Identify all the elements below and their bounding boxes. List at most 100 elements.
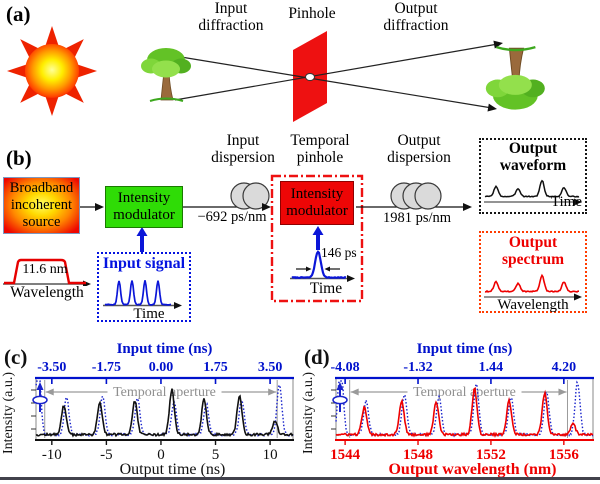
waveform-path: [484, 179, 580, 198]
intensity-modulator-box: Intensity modulator: [105, 186, 183, 228]
bottom-tick-label: -5: [100, 447, 113, 463]
arrowhead: [262, 203, 271, 211]
input-signal-title: Input signal: [102, 255, 186, 272]
pinhole-hole: [305, 73, 315, 81]
input-diffraction-label: Input diffraction: [198, 0, 264, 34]
flat-top-spectrum-path: [4, 258, 86, 285]
top-tick-label: 1.75: [203, 360, 228, 375]
temporal-intensity-modulator-box: Intensity modulator: [280, 181, 354, 225]
top-axis-title: Input time (ns): [117, 341, 213, 357]
input-tree: [140, 47, 192, 102]
output-tree-inverted: [484, 45, 547, 111]
y-axis-title: Intensity (a.u.): [1, 372, 16, 454]
broadband-source-box: Broadband incoherent source: [3, 177, 80, 234]
panel-label: (d): [304, 345, 330, 369]
bottom-tick-label: 5: [212, 447, 220, 463]
wavelength-axis-label: Wavelength: [497, 297, 569, 313]
input-signal-icon: [103, 280, 182, 309]
input-signal-box: Input signal Time: [97, 252, 191, 322]
bottom-tick-label: 1544: [330, 447, 361, 463]
ray-arrowhead: [493, 40, 503, 49]
y-axis-title: Intensity (a.u.): [301, 372, 316, 454]
output-dispersion-value: 1981 ps/nm: [382, 210, 452, 226]
source-spectrum-icon: [3, 258, 91, 286]
arrowhead: [463, 203, 472, 211]
arrowhead: [574, 198, 582, 206]
top-tick-label: -1.32: [403, 360, 432, 375]
source-bandwidth-value: 11.6 nm: [22, 262, 68, 277]
arrowhead: [36, 382, 44, 390]
output-dispersion-label: Output dispersion: [387, 132, 451, 166]
aperture-label: Temporal aperture: [113, 385, 216, 400]
bottom-tick-label: 1552: [476, 447, 506, 463]
bottom-tick-label: 1548: [403, 447, 433, 463]
top-tick-label: 0.00: [149, 360, 174, 375]
output-spectrum-title: Output spectrum: [502, 234, 564, 268]
arrowhead: [312, 226, 324, 235]
axis-break-ellipse: [332, 395, 348, 405]
input-dispersion-label: Input dispersion: [211, 132, 275, 166]
output-waveform-title: Output waveform: [499, 140, 567, 174]
bottom-tick-label: 0: [157, 447, 165, 463]
output-waveform-box: Output waveform Time: [479, 138, 587, 214]
top-tick-label: 3.50: [258, 360, 283, 375]
light-rays: [174, 43, 499, 109]
panel-c-chart: -3.50 -1.75 0.00 1.75 3.50 Input time (ns) -10…: [1, 341, 294, 478]
waveform-path: [291, 250, 347, 280]
figure-bottom-border: [0, 477, 600, 480]
bottom-axis-title: Output wavelength (nm): [388, 461, 556, 478]
arrowhead: [95, 203, 104, 211]
bottom-tick-label: -10: [42, 447, 62, 463]
top-tick-label: 1.44: [479, 360, 504, 375]
top-axis-title: Input time (ns): [417, 341, 513, 357]
time-axis-label: Time: [309, 280, 343, 297]
arrowhead: [45, 388, 54, 396]
time-axis-label: Time: [550, 194, 582, 210]
top-tick-label: -4.08: [331, 360, 360, 375]
arrowhead: [174, 302, 182, 309]
arrowhead: [324, 266, 330, 272]
panel-b-scene: [80, 174, 472, 303]
input-dispersion-value: −692 ps/nm: [197, 209, 267, 225]
fiber-coil-icon: [242, 182, 270, 210]
bottom-axis-title: Output time (ns): [120, 461, 226, 478]
arrowhead: [350, 388, 359, 396]
ray-arrowhead: [487, 103, 497, 112]
sun-icon: [7, 26, 97, 116]
pinhole-pulse-icon: [290, 250, 355, 282]
panel-a-label: (a): [6, 2, 31, 26]
top-tick-label: -1.75: [92, 360, 121, 375]
waveform-path: [484, 273, 579, 293]
arrowhead: [306, 266, 312, 272]
waveform-path: [104, 280, 172, 306]
top-tick-label: 4.20: [552, 360, 577, 375]
pinhole-duration-value: 146 ps: [321, 245, 357, 260]
output-spectrum-solid: [335, 386, 594, 438]
panel-label: (c): [4, 345, 27, 369]
output-diffraction-label: Output diffraction: [383, 0, 449, 34]
output-spectrum-box: Output spectrum Wavelength: [479, 231, 587, 313]
temporal-pinhole-label: Temporal pinhole: [290, 132, 350, 166]
output-waveform-icon: [484, 179, 582, 206]
arrowhead: [136, 227, 148, 236]
arrowhead: [347, 275, 355, 282]
arrowhead: [268, 388, 277, 396]
aperture-label: Temporal aperture: [413, 385, 516, 400]
panel-a-scene: [7, 26, 547, 122]
time-axis-label: Time: [133, 306, 165, 322]
wavelength-axis-label: Wavelength: [10, 284, 84, 301]
bottom-tick-label: 1556: [549, 447, 580, 463]
panel-d-chart: -4.08 -1.32 1.44 4.20 Input time (ns) 1544 154…: [301, 341, 594, 478]
bottom-tick-label: 10: [263, 447, 278, 463]
arrowhead: [336, 382, 344, 390]
input-signal-dotted: [335, 380, 594, 438]
output-spectrum-icon: [484, 273, 582, 301]
pinhole-label: Pinhole: [288, 5, 336, 22]
output-waveform-solid: [35, 388, 294, 438]
arrowhead: [558, 388, 567, 396]
arrowhead: [574, 293, 582, 301]
temporal-pinhole-dashed-border: [270, 174, 364, 303]
axis-break-ellipse: [32, 395, 48, 405]
top-tick-label: -3.50: [37, 360, 66, 375]
